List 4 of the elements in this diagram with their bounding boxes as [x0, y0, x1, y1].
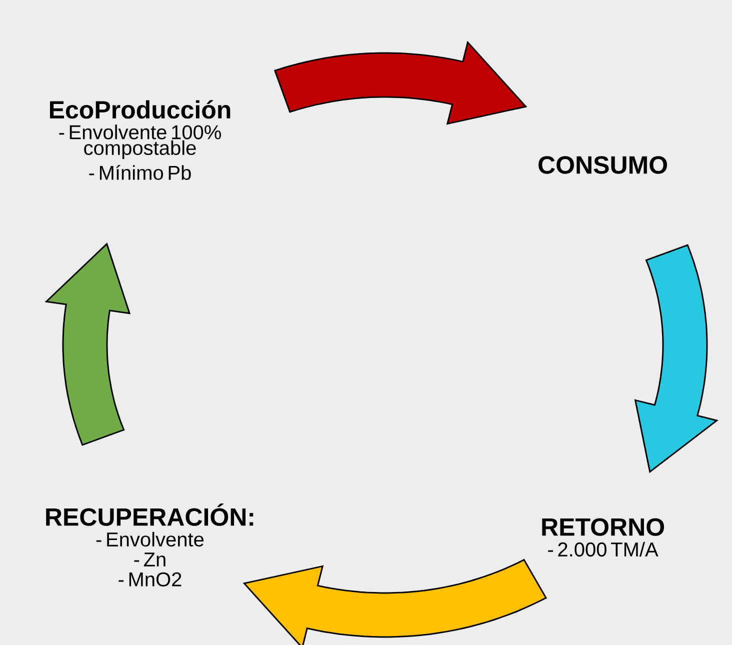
stage-text: EcoProducción - Envolvente 100% compostable - Mínimo Pb	[50, 100, 230, 180]
stage-text: RECUPERACIÓN: - Envolvente - Zn - MnO2	[46, 503, 254, 586]
stage-text: RETORNO - 2.000 TM/A	[542, 518, 664, 557]
stage-text: CONSUMO	[538, 156, 668, 174]
